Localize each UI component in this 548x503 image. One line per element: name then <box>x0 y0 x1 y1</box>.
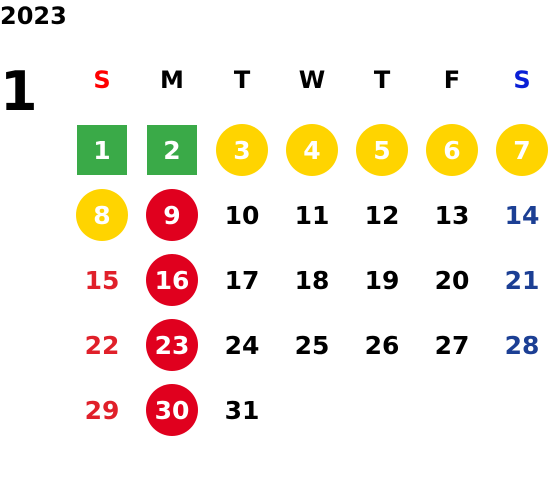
day-cell[interactable]: 4 <box>286 124 338 176</box>
day-cell[interactable]: 24 <box>224 330 260 360</box>
day-cell[interactable]: 22 <box>84 330 120 360</box>
weekday-0: S <box>93 66 111 94</box>
day-cell[interactable]: 21 <box>504 265 540 295</box>
day-cell[interactable]: 12 <box>364 200 400 230</box>
day-cell[interactable]: 9 <box>146 189 198 241</box>
day-cell[interactable]: 10 <box>224 200 260 230</box>
weekday-1: M <box>160 66 184 94</box>
day-cell[interactable]: 5 <box>356 124 408 176</box>
day-cell[interactable]: 31 <box>224 395 260 425</box>
day-cell[interactable]: 28 <box>504 330 540 360</box>
day-cell[interactable]: 11 <box>294 200 330 230</box>
weekday-4: T <box>373 66 391 94</box>
weekday-3: W <box>298 66 326 94</box>
weekday-2: T <box>233 66 251 94</box>
calendar-month: 1 <box>0 60 38 123</box>
weekday-6: S <box>513 66 531 94</box>
day-cell[interactable]: 19 <box>364 265 400 295</box>
day-cell[interactable]: 25 <box>294 330 330 360</box>
calendar-year: 2023 <box>0 2 67 30</box>
day-cell[interactable]: 2 <box>147 125 197 175</box>
day-cell[interactable]: 30 <box>146 384 198 436</box>
day-cell[interactable]: 13 <box>434 200 470 230</box>
day-cell[interactable]: 16 <box>146 254 198 306</box>
day-cell[interactable]: 23 <box>146 319 198 371</box>
day-cell[interactable]: 8 <box>76 189 128 241</box>
day-cell[interactable]: 1 <box>77 125 127 175</box>
weekday-5: F <box>443 66 461 94</box>
day-cell[interactable]: 20 <box>434 265 470 295</box>
day-cell[interactable]: 27 <box>434 330 470 360</box>
day-cell[interactable]: 15 <box>84 265 120 295</box>
day-cell[interactable]: 29 <box>84 395 120 425</box>
day-cell[interactable]: 14 <box>504 200 540 230</box>
day-cell[interactable]: 17 <box>224 265 260 295</box>
day-cell[interactable]: 18 <box>294 265 330 295</box>
day-cell[interactable]: 6 <box>426 124 478 176</box>
day-cell[interactable]: 3 <box>216 124 268 176</box>
day-cell[interactable]: 26 <box>364 330 400 360</box>
day-cell[interactable]: 7 <box>496 124 548 176</box>
